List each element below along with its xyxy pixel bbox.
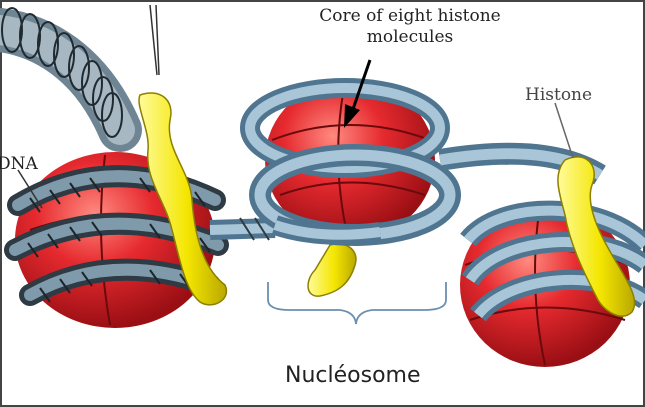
nucleosome-bracket — [268, 282, 446, 324]
histone-h1-middle — [308, 244, 356, 296]
chromatin-fiber-coil — [0, 8, 122, 137]
dna-label: DNA — [0, 154, 38, 175]
histone-label: Histone — [525, 85, 592, 106]
nucleosome-label: Nucléosome — [285, 365, 421, 386]
pointer-top-left — [150, 5, 159, 75]
core-label: Core of eight histone molecules — [300, 6, 520, 48]
nucleosome-middle — [250, 80, 450, 240]
